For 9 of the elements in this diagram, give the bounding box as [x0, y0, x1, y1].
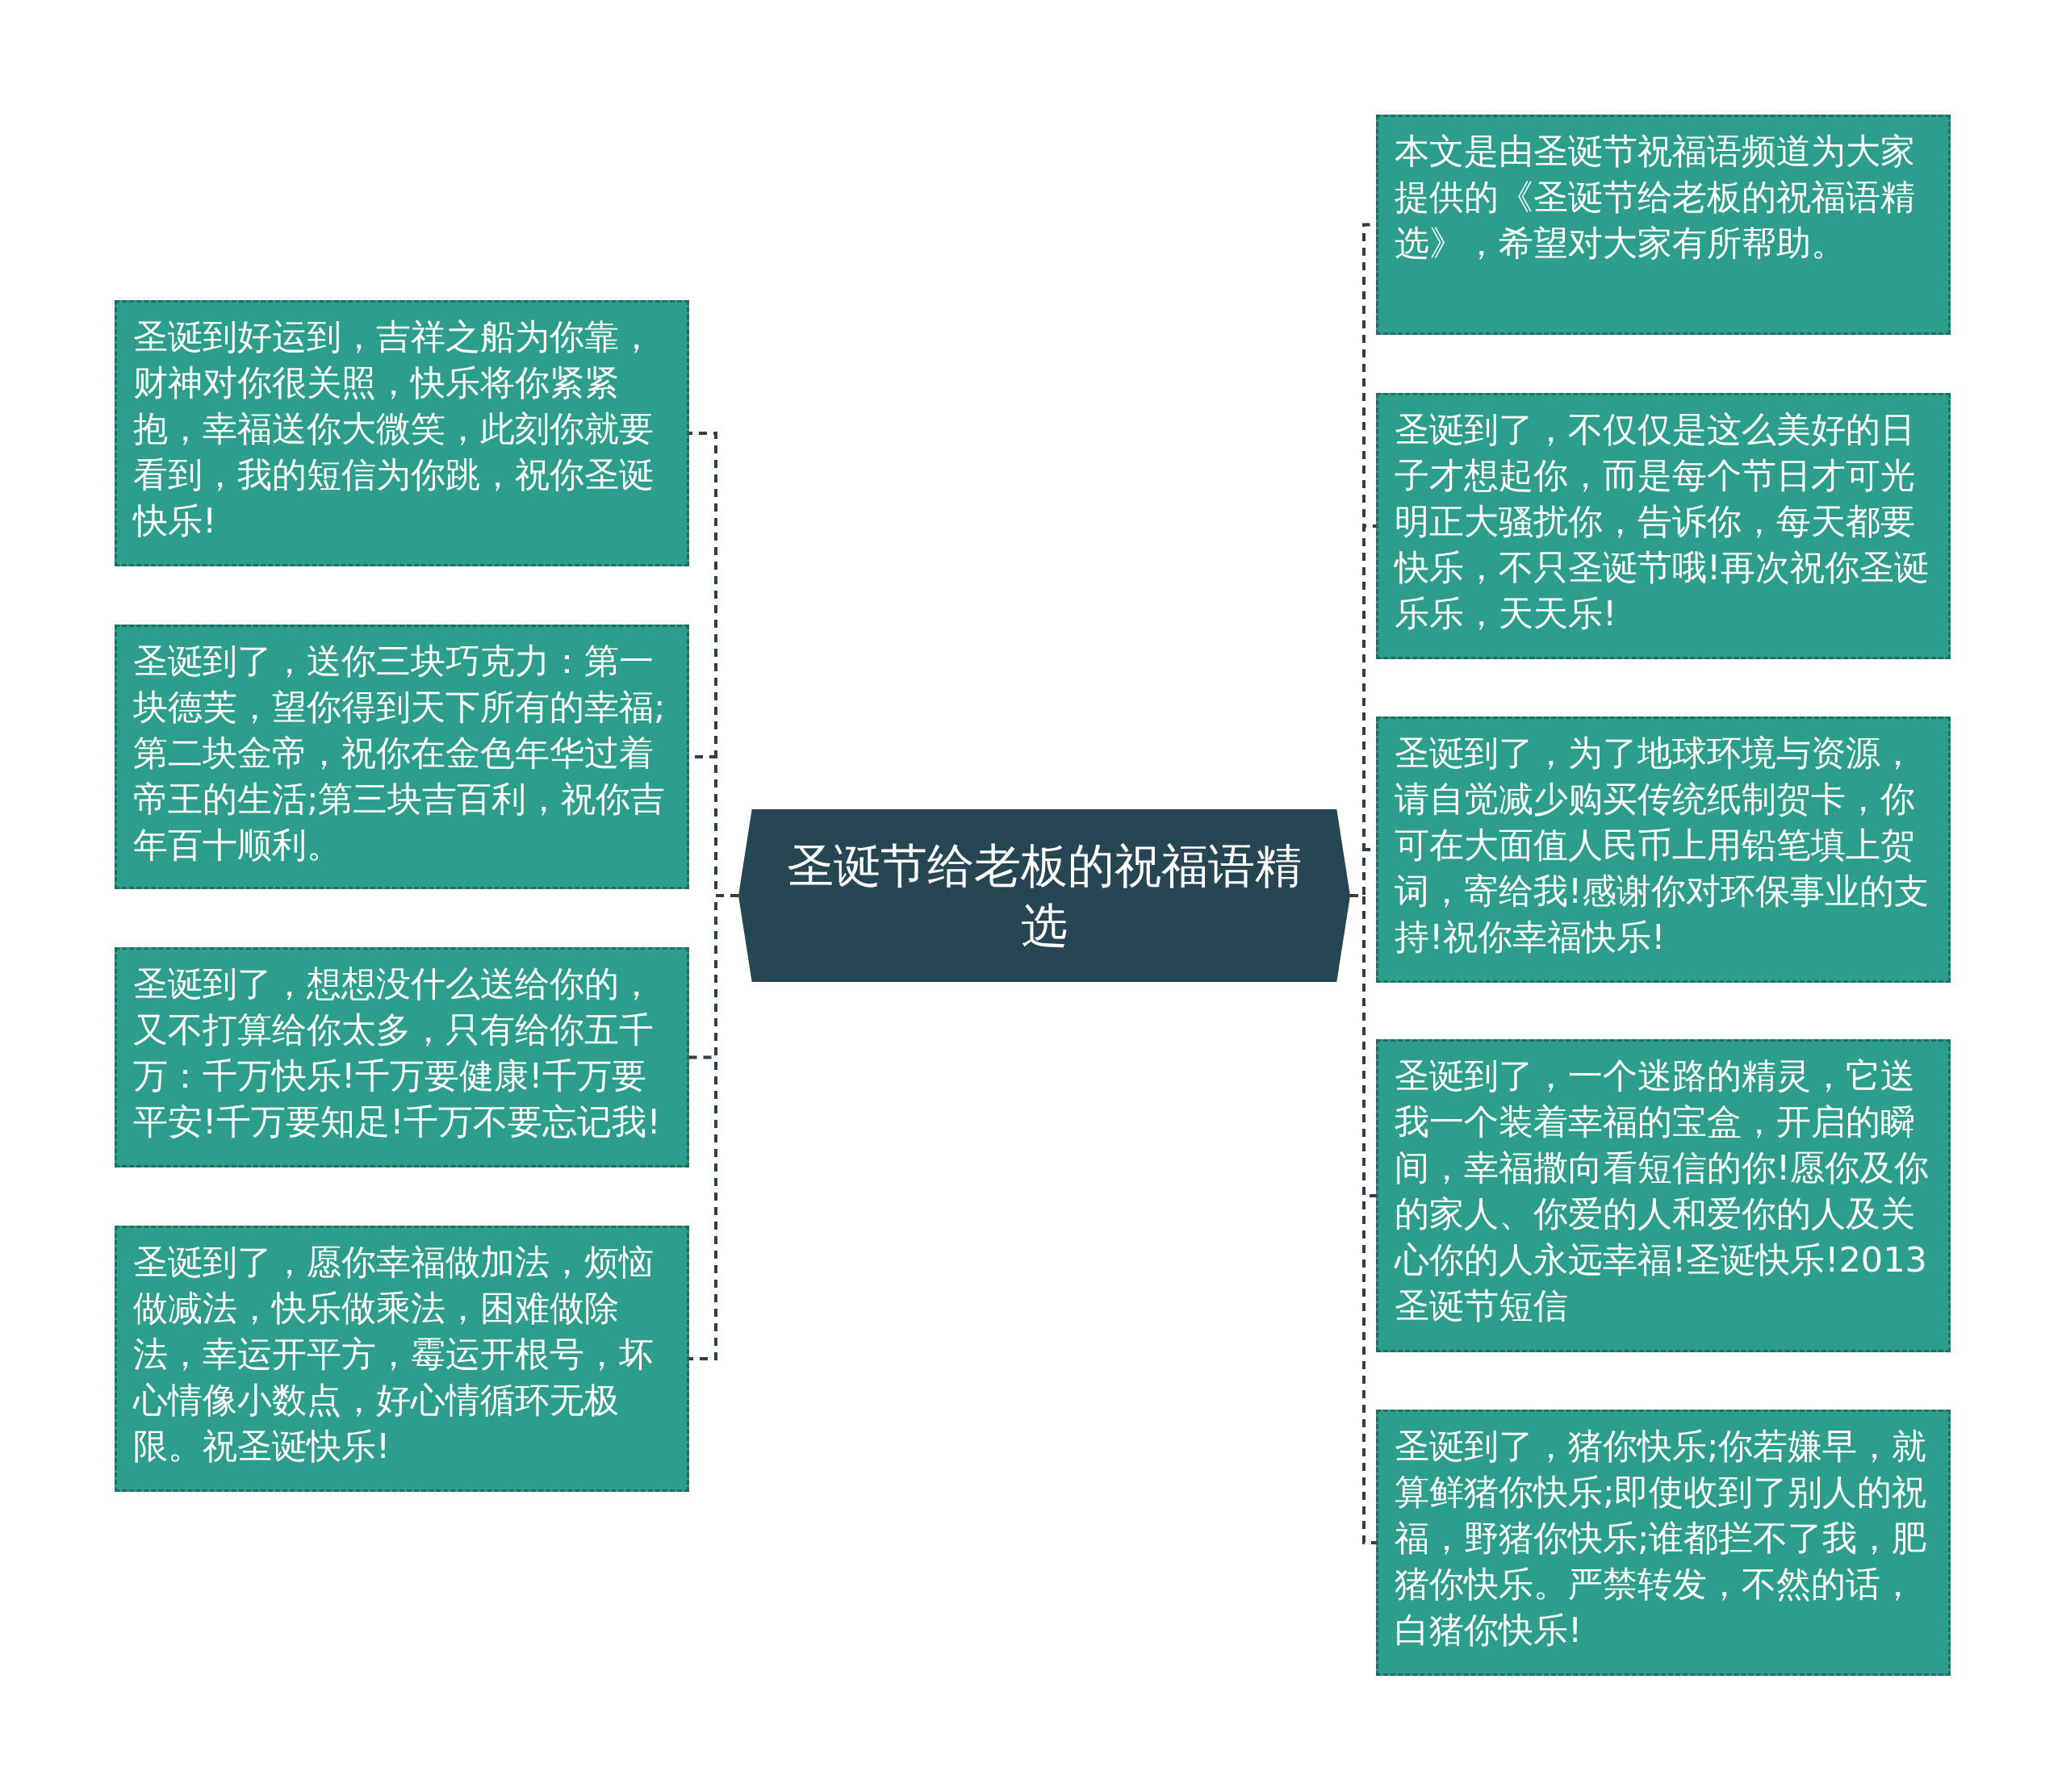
message-box: 本文是由圣诞节祝福语频道为大家提供的《圣诞节给老板的祝福语精选》，希望对大家有所帮助。 [1376, 115, 1951, 335]
message-box: 圣诞到了，猪你快乐;你若嫌早，就算鲜猪你快乐;即使收到了别人的祝福，野猪你快乐;谁都拦不了我，肥猪你快乐。严禁转发，不然的话，白猪你快乐! [1376, 1410, 1951, 1676]
message-box: 圣诞到了，为了地球环境与资源，请自觉减少购买传统纸制贺卡，你可在大面值人民币上用铅笔填上贺词，寄给我!感谢你对环保事业的支持!祝你幸福快乐! [1376, 716, 1951, 983]
message-box: 圣诞到了，愿你幸福做加法，烦恼做减法，快乐做乘法，困难做除法，幸运开平方，霉运开根号，坏心情像小数点，好心情循环无极限。祝圣诞快乐! [115, 1226, 689, 1492]
message-box: 圣诞到好运到，吉祥之船为你靠，财神对你很关照，快乐将你紧紧抱，幸福送你大微笑，此刻你就要看到，我的短信为你跳，祝你圣诞快乐! [115, 300, 689, 566]
message-box: 圣诞到了，不仅仅是这么美好的日子才想起你，而是每个节日才可光明正大骚扰你，告诉你，每天都要快乐，不只圣诞节哦!再次祝你圣诞乐乐，天天乐! [1376, 393, 1951, 659]
message-box: 圣诞到了，送你三块巧克力：第一块德芙，望你得到天下所有的幸福;第二块金帝，祝你在金色年华过着帝王的生活;第三块吉百利，祝你吉年百十顺利。 [115, 624, 689, 889]
message-box: 圣诞到了，一个迷路的精灵，它送我一个装着幸福的宝盒，开启的瞬间，幸福撒向看短信的你!愿你及你的家人、你爱的人和爱你的人及关心你的人永远幸福!圣诞快乐!2013圣诞节短信 [1376, 1039, 1951, 1352]
message-box: 圣诞到了，想想没什么送给你的，又不打算给你太多，只有给你五千万：千万快乐!千万要健康!千万要平安!千万要知足!千万不要忘记我! [115, 947, 689, 1168]
